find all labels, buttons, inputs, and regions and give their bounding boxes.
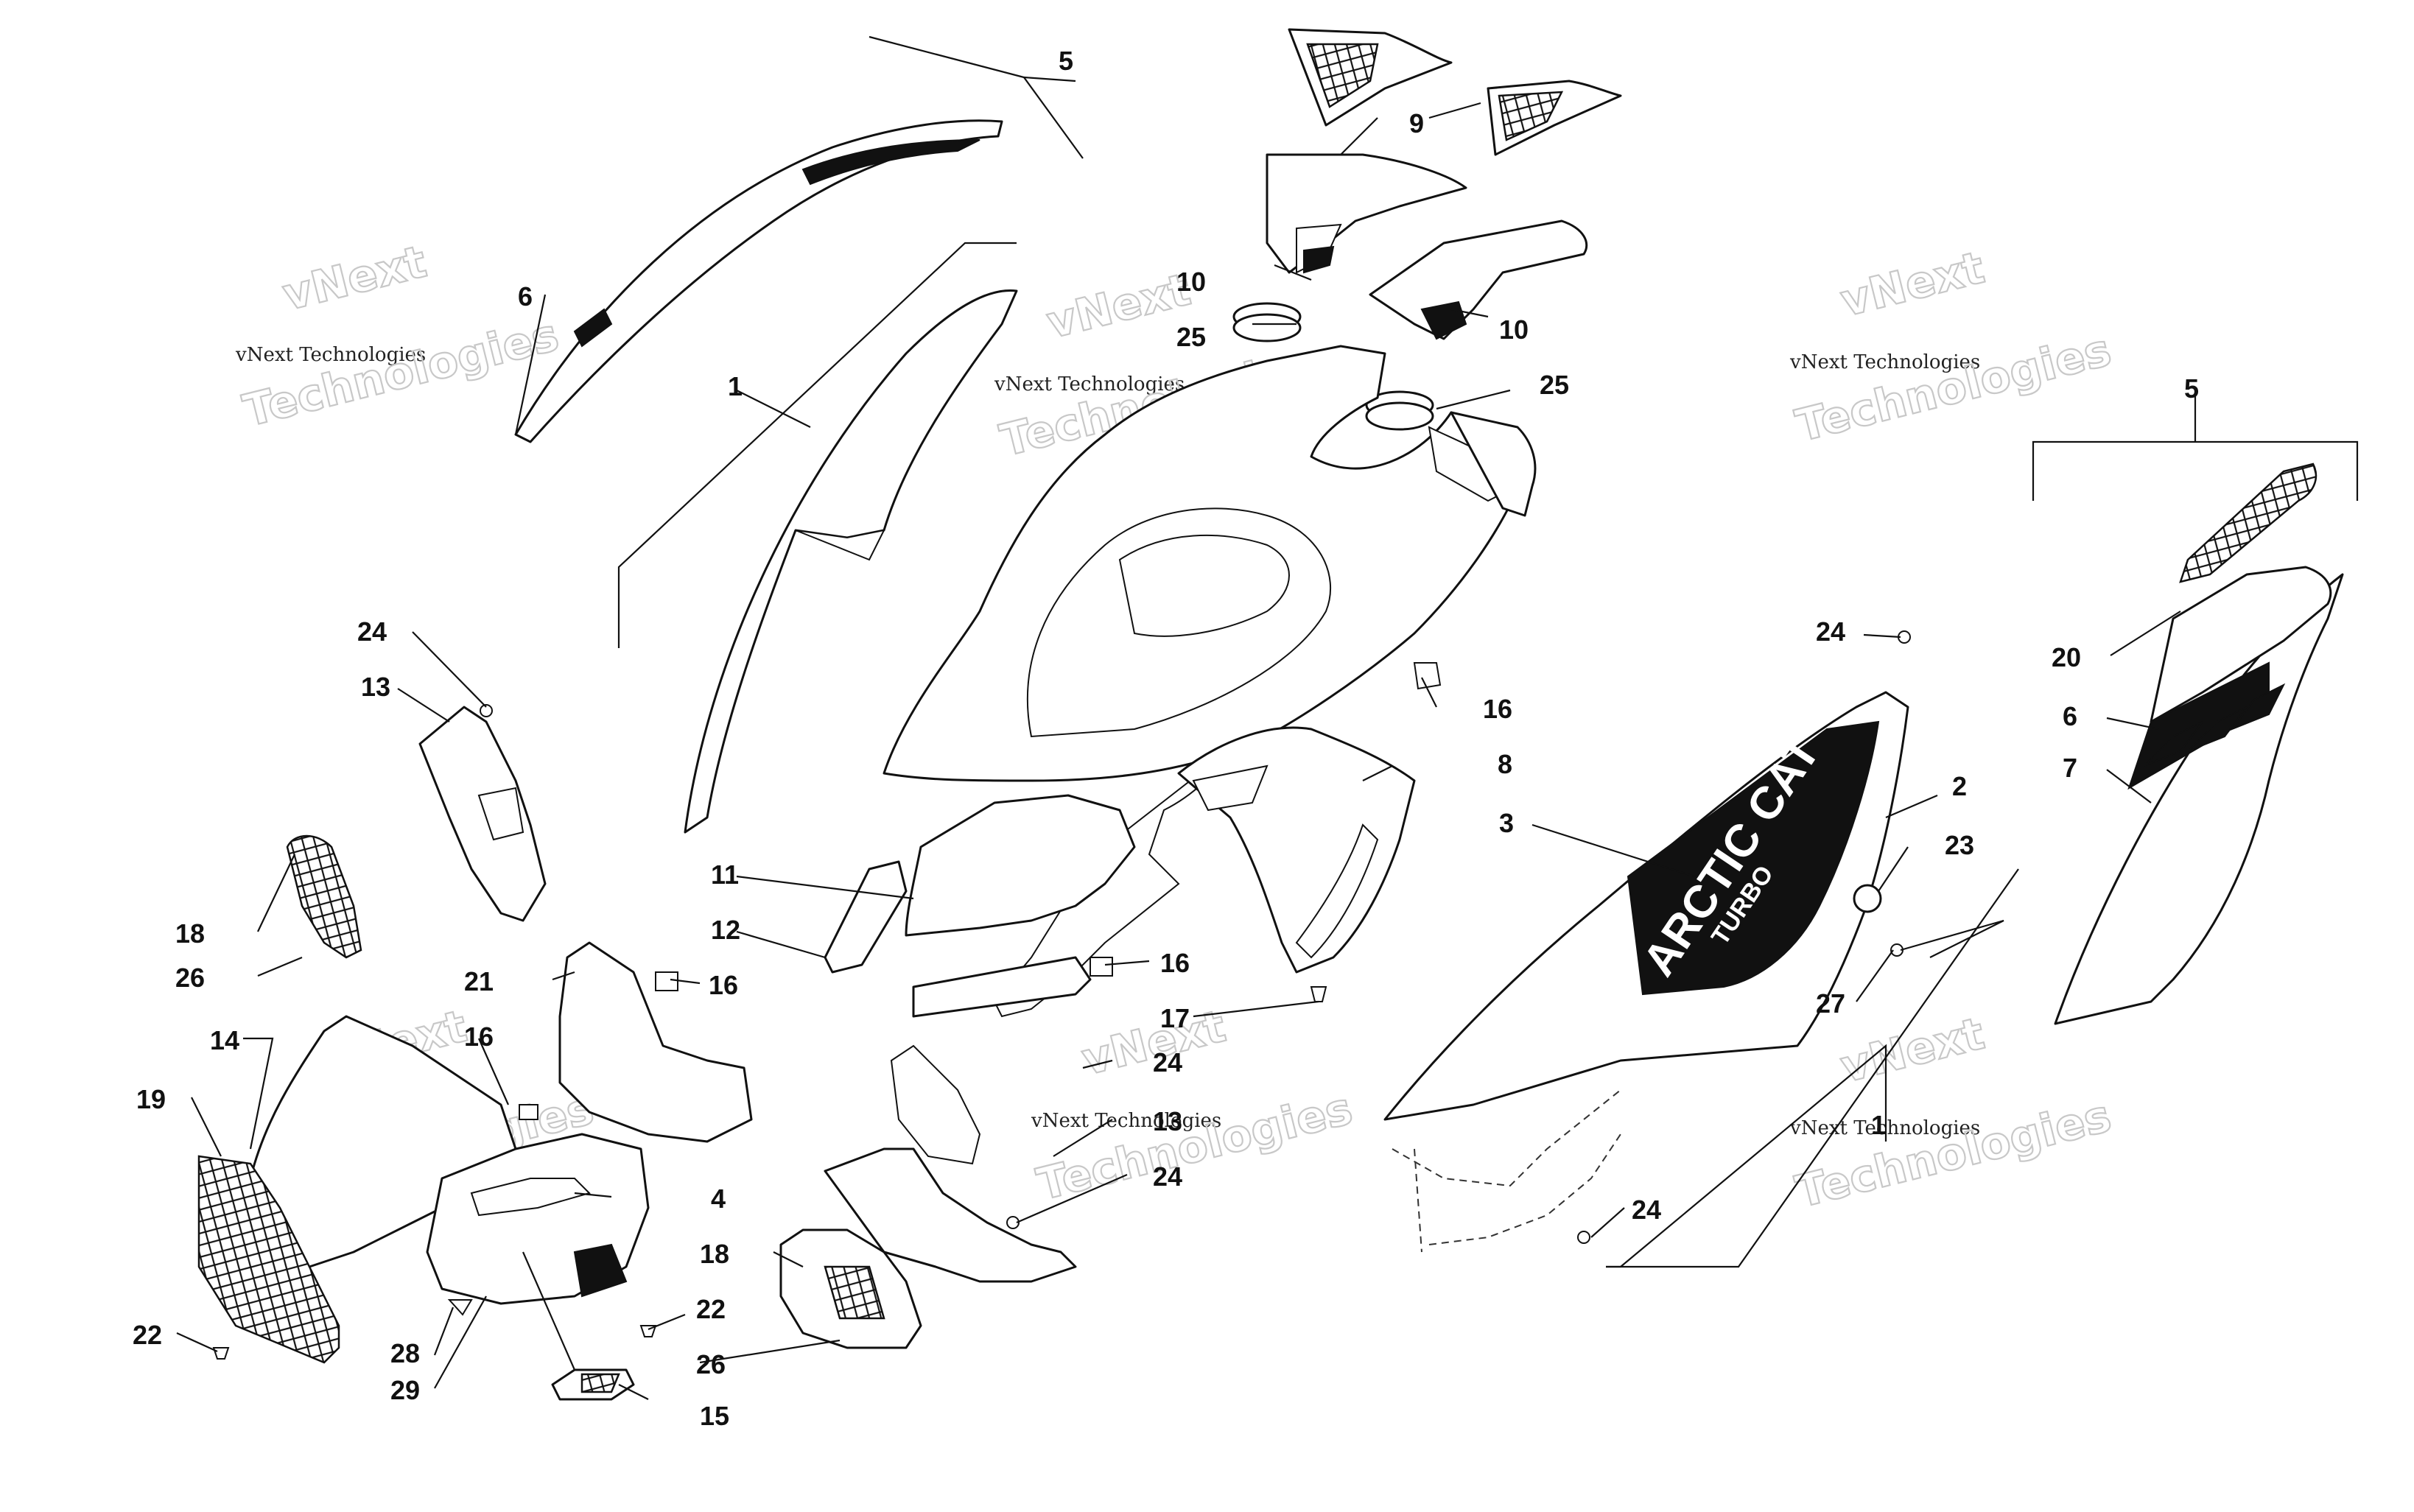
part-grommet-left [1232,302,1302,342]
callout-29: 29 [390,1375,420,1405]
callout-16: 16 [1160,948,1190,978]
part-lower-fairing [1177,726,1416,974]
part-mesh-18-left [286,834,362,959]
callout-15: 15 [700,1401,729,1431]
callout-3: 3 [1499,808,1514,838]
part-vent-right [1487,80,1622,156]
callout-20: 20 [2052,642,2081,672]
callout-28: 28 [390,1338,420,1368]
callout-21: 21 [464,966,494,996]
callout-17: 17 [1160,1003,1190,1033]
callout-27: 27 [1816,988,1845,1019]
callout-13: 13 [361,672,390,702]
callout-10: 10 [1176,267,1206,297]
callout-24: 24 [1632,1195,1661,1225]
callout-7: 7 [2063,753,2077,783]
watermark-line1: vNext [278,236,431,321]
watermark-top-right: vNext vNext Technologies Technologies [1789,241,2117,453]
watermark-line2: vNext Technologies [1789,351,1980,373]
watermark-top-left: vNext vNext Technologies Technologies [235,235,564,437]
callout-9: 9 [1409,108,1424,138]
callout-6: 6 [2063,701,2077,731]
watermark-line2: vNext Technologies [235,344,426,366]
part-top-strip [514,119,1003,443]
callout-5: 5 [2184,373,2199,404]
part-decal-15 [551,1368,635,1401]
part-bracket-13-right [824,1044,1077,1283]
watermark-line3: Technologies [1791,324,2116,452]
watermark-line2: vNext Technologies [1031,1110,1221,1132]
watermark-line3: Technologies [239,309,564,437]
callout-24: 24 [1816,616,1845,647]
part-side-panel-far-right [2054,463,2344,1025]
watermark-line2: vNext Technologies [1789,1117,1980,1139]
callout-12: 12 [711,915,740,945]
callout-23: 23 [1945,830,1974,860]
callout-8: 8 [1498,749,1512,779]
part-vent-housing-right [1369,219,1588,340]
callout-16: 16 [709,970,738,1000]
part-lower-bumper [249,1015,650,1305]
part-bracket-13-left [418,706,547,922]
callout-18: 18 [700,1239,729,1269]
callout-22: 22 [696,1294,726,1324]
callout-10: 10 [1499,314,1529,345]
watermark-line3: Technologies [1032,1083,1358,1211]
part-side-panel-left [684,289,1018,834]
callout-18: 18 [175,918,205,949]
callout-4: 4 [711,1184,726,1214]
watermark-line1: vNext [1042,264,1195,349]
callout-2: 2 [1952,771,1967,801]
callout-1: 1 [1871,1110,1886,1140]
callout-5: 5 [1059,46,1073,76]
callout-labels: 5 6 1 9 10 10 25 25 5 24 13 24 16 20 6 7… [133,46,2199,1431]
callout-26: 26 [696,1349,726,1379]
callout-16: 16 [464,1022,494,1052]
callout-16: 16 [1483,694,1512,724]
callout-11: 11 [711,859,739,890]
callout-13: 13 [1153,1106,1182,1136]
part-grommet-right [1365,390,1434,431]
watermark-line2: vNext Technologies [994,373,1185,395]
watermark-line3: Technologies [1791,1090,2116,1218]
part-bracket-21 [558,941,753,1143]
callout-24: 24 [357,616,387,647]
callout-14: 14 [210,1025,239,1055]
part-vent-housing-left [1266,153,1467,274]
callout-26: 26 [175,963,205,993]
callout-24: 24 [1153,1047,1182,1077]
part-mesh-18-right [779,1228,922,1349]
callout-24: 24 [1153,1161,1182,1192]
callout-22: 22 [133,1320,162,1350]
watermark-line1: vNext [1836,242,1989,328]
part-main-hood [824,345,1537,1018]
callout-25: 25 [1540,370,1569,400]
part-vent-left [1288,28,1453,127]
leader-lines [176,35,2359,1400]
callout-6: 6 [518,281,533,312]
callout-19: 19 [136,1084,166,1114]
hardware-fasteners [212,630,1911,1360]
part-grille-19 [197,1155,340,1364]
callout-1: 1 [728,371,743,401]
callout-25: 25 [1176,322,1206,352]
